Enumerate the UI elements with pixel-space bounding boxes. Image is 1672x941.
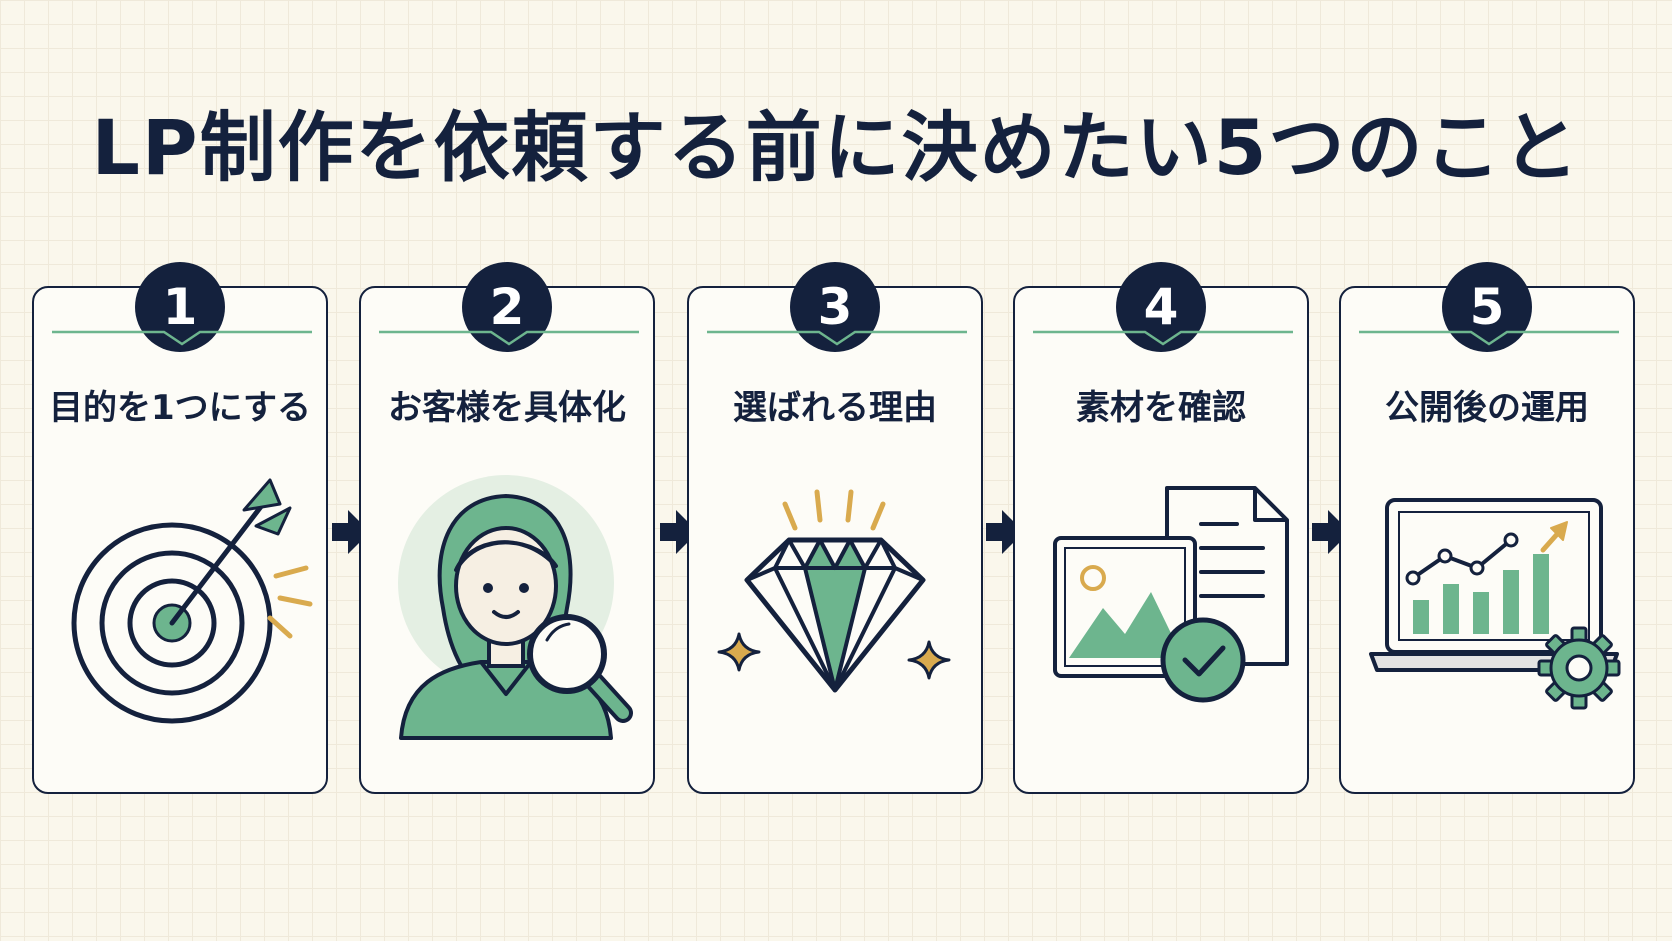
step-card-3: 3 選ばれる理由 <box>687 262 983 794</box>
step-number-badge: 1 <box>135 262 225 352</box>
flow-arrow-icon <box>660 510 698 554</box>
flow-arrow-icon <box>986 510 1024 554</box>
step-label: 目的を1つにする <box>49 388 311 428</box>
page-title: LP制作を依頼する前に決めたい5つのこと <box>91 103 1581 192</box>
step-card-5: 5 公開後の運用 <box>1339 262 1635 794</box>
step-card-1: 1 目的を1つにする <box>32 262 328 794</box>
step-card-2: 2 お客様を具体化 <box>359 262 655 794</box>
step-label: 素材を確認 <box>1076 388 1246 428</box>
diamond-icon <box>717 489 951 693</box>
person-magnifier-icon <box>398 475 633 740</box>
step-card-4: 4 素材を確認 <box>1013 262 1309 794</box>
divider-line <box>707 330 967 346</box>
divider-line <box>379 330 639 346</box>
step-label: 選ばれる理由 <box>733 388 937 428</box>
flow-arrow-icon <box>332 510 370 554</box>
step-number-badge: 3 <box>790 262 880 352</box>
divider-line <box>52 330 312 346</box>
divider-line <box>1359 330 1619 346</box>
laptop-chart-gear-icon <box>1369 498 1621 710</box>
divider-line <box>1033 330 1293 346</box>
step-number-badge: 4 <box>1116 262 1206 352</box>
documents-check-icon <box>1053 486 1289 703</box>
flow-arrow-icon <box>1312 510 1350 554</box>
step-label: お客様を具体化 <box>388 388 626 428</box>
step-number-badge: 5 <box>1442 262 1532 352</box>
step-number-badge: 2 <box>462 262 552 352</box>
step-label: 公開後の運用 <box>1385 388 1589 428</box>
target-arrow-icon <box>71 478 313 724</box>
